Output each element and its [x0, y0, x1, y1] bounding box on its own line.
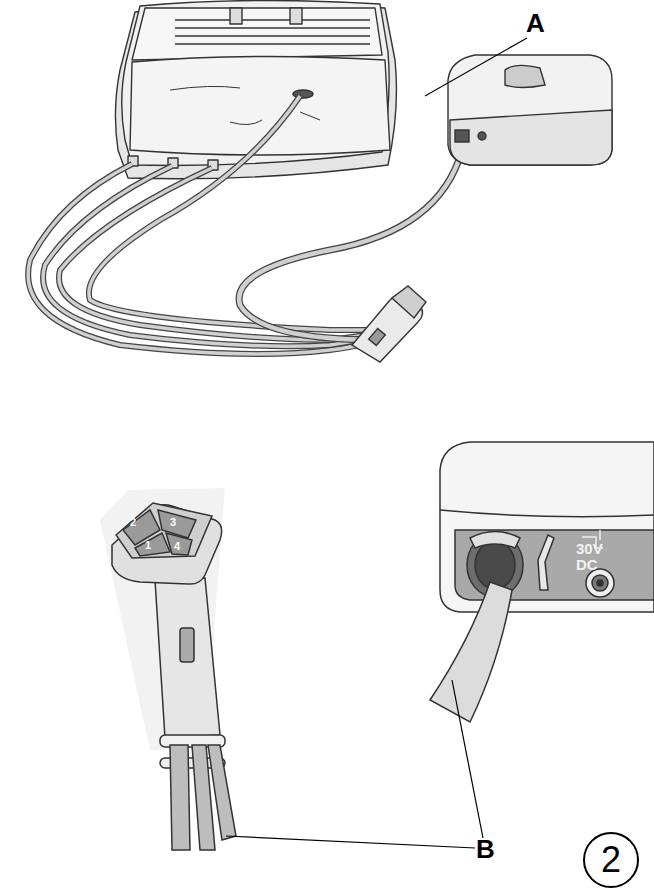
- button-number: 2: [130, 517, 144, 529]
- button-number: 4: [174, 541, 188, 553]
- part-letter: B: [476, 836, 506, 863]
- controller-detail: [100, 488, 236, 850]
- callout-circle: 2: [583, 832, 639, 888]
- part-letter: A: [526, 10, 556, 37]
- small-controller: [352, 286, 426, 362]
- pump-detail: [430, 442, 654, 722]
- button-number: 1: [145, 540, 159, 552]
- figure-number: 2: [601, 842, 621, 878]
- small-pump: [448, 55, 612, 165]
- leader-line-a: [425, 38, 527, 96]
- leader-lines-b: [226, 680, 483, 848]
- button-number: 3: [170, 517, 184, 529]
- voltage-marking: 30V DC: [576, 541, 612, 573]
